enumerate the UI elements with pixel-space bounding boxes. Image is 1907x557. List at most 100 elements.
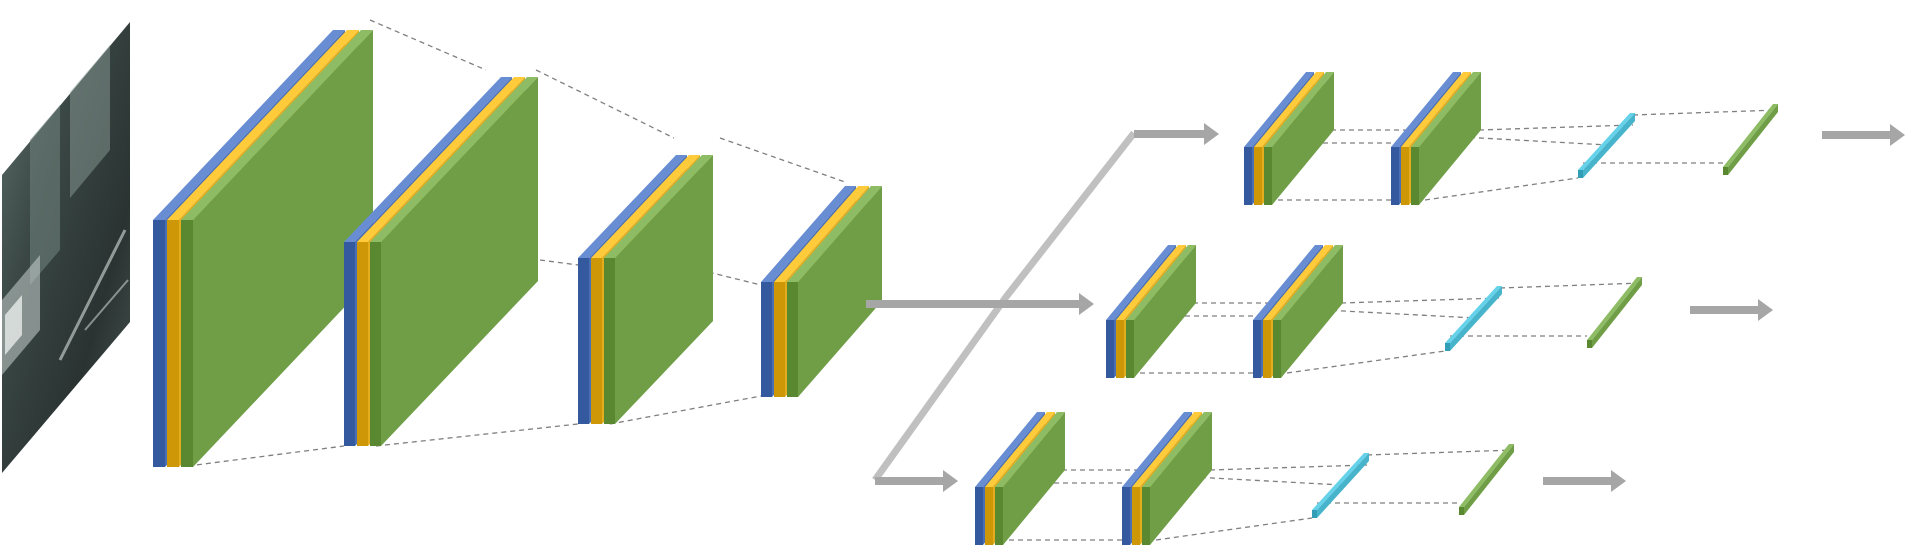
branch-3-input-arrow-head — [943, 470, 958, 492]
connector-line — [187, 445, 345, 467]
branch-2-block-2-slab-1-top — [1253, 245, 1323, 320]
encoder-block-3-slab-3-front — [604, 258, 615, 424]
branch-2-bottleneck-slab-front — [1445, 343, 1450, 351]
connector-line — [375, 423, 579, 447]
branch-3-block-2-slab-3-face — [1150, 412, 1212, 545]
branch-2-output-slab-top — [1587, 277, 1642, 340]
encoder-block-2-slab-2-top — [357, 77, 525, 242]
branch-2-block-2-slab-3-front — [1273, 320, 1281, 378]
branch-3-output-slab-face — [1464, 444, 1514, 515]
branch-3-block-1-slab-3-face — [1003, 412, 1065, 545]
encoder-block-4-slab-3-face — [798, 186, 882, 397]
branch-2-bottleneck-slab-face — [1450, 286, 1502, 351]
branch-1-output-arrow-head — [1890, 124, 1905, 146]
branch-3-block-2-slab-3 — [1142, 412, 1212, 545]
encoder-block-1-slab-1-front — [153, 220, 165, 467]
encoder-block-4-slab-1-front — [761, 282, 772, 397]
branch-1-block-2-slab-2-top — [1401, 72, 1471, 147]
encoder-block-1-slab-3 — [181, 30, 373, 467]
branch-2-block-2-slab-1-front — [1253, 320, 1261, 378]
branch-2-block-1-slab-3 — [1126, 245, 1196, 378]
branch-2-block-1-slab-2-front — [1116, 320, 1124, 378]
branch-2-block-1-slab-2-top — [1116, 245, 1186, 320]
branch-3-block-2-slab-1-front — [1122, 487, 1130, 545]
branch-1-block-2-slab-3-face — [1419, 72, 1481, 205]
branch-3-output-arrow-shaft — [1543, 477, 1612, 485]
connector-line — [719, 137, 846, 183]
branch-3-bottleneck-slab — [1312, 453, 1369, 518]
encoder-block-3-slab-2-top — [591, 155, 700, 258]
branch-3-block-2-slab-2-top — [1132, 412, 1202, 487]
branch-splitter — [872, 130, 1137, 483]
trunk-to-branch-2-arrow-shaft — [866, 300, 1080, 308]
branch-3-input-arrow — [875, 470, 958, 492]
branch-2-bottleneck-slab — [1445, 286, 1502, 351]
encoder-block-4-slab-3 — [787, 186, 882, 397]
encoder-block-3-slab-3-face — [615, 155, 713, 424]
branch-1-block-1-slab-2-front — [1254, 147, 1262, 205]
encoder-block-1-slab-3-front — [181, 220, 193, 467]
encoder-block-4-slab-1-top — [761, 186, 856, 282]
encoder-block-3-slab-3-top — [604, 155, 713, 258]
branch-3-output-arrow — [1543, 470, 1626, 492]
connector-line — [1424, 177, 1579, 201]
encoder-block-3-slab-3 — [604, 155, 713, 424]
connector-line — [1155, 517, 1313, 541]
connector-line — [1632, 109, 1779, 116]
encoder-block-2-slab-3-top — [370, 77, 538, 242]
branch-1-output-arrow — [1822, 124, 1905, 146]
layer-blocks — [153, 30, 1778, 545]
branch-1-block-1-slab-1-top — [1244, 72, 1314, 147]
branch-3-bottleneck-slab-front — [1312, 510, 1317, 518]
branch-2-output-slab — [1587, 277, 1642, 348]
branch-1-output-slab-face — [1728, 104, 1778, 175]
branch-3-output-slab-top — [1459, 444, 1514, 507]
branch-1-block-2-slab-3-top — [1411, 72, 1481, 147]
branch-1-input-arrow-head — [1204, 123, 1219, 145]
encoder-block-2-slab-3 — [370, 77, 538, 446]
branch-3-block-1-slab-1-top — [975, 412, 1045, 487]
encoder-block-1-slab-2-top — [167, 30, 359, 220]
branch-2-output-arrow — [1690, 299, 1773, 321]
branch-2-block-2-slab-3 — [1273, 245, 1343, 378]
branch-1-block-1-slab-3 — [1264, 72, 1334, 205]
branch-2-block-1-slab-3-front — [1126, 320, 1134, 378]
branch-1-block-1-slab-3-face — [1272, 72, 1334, 205]
branch-3-output-arrow-head — [1611, 470, 1626, 492]
branch-3-block-2-slab-3-front — [1142, 487, 1150, 545]
branch-1-block-1-slab-1-front — [1244, 147, 1252, 205]
branch-3-input-arrow-shaft — [875, 477, 944, 485]
encoder-block-4-slab-3-front — [787, 282, 798, 397]
encoder-block-2-slab-1-top — [344, 77, 512, 242]
connector-line — [1478, 124, 1634, 131]
connector-line — [1209, 464, 1368, 471]
input-image — [2, 22, 130, 473]
branch-1-input-arrow — [1134, 123, 1219, 145]
encoder-block-2-slab-3-front — [370, 242, 381, 446]
branch-3-block-2-slab-1-top — [1122, 412, 1192, 487]
branch-3-block-2-slab-3-top — [1142, 412, 1212, 487]
branch-1-block-2-slab-2-front — [1401, 147, 1409, 205]
branch-2-block-1-slab-1-front — [1106, 320, 1114, 378]
encoder-block-4-slab-2-front — [774, 282, 785, 397]
encoder-block-1-slab-3-top — [181, 30, 373, 220]
connector-line — [535, 69, 675, 139]
branch-1-block-2-slab-1-front — [1391, 147, 1399, 205]
branch-1-bottleneck-slab-face — [1583, 113, 1635, 178]
branch-3-block-1-slab-2-top — [985, 412, 1055, 487]
branch-1-block-2-slab-1-top — [1391, 72, 1461, 147]
connector-line — [1286, 350, 1446, 374]
encoder-block-1-slab-1-top — [153, 30, 345, 220]
branch-1-bottleneck-slab-top — [1578, 113, 1635, 170]
connector-line — [1499, 282, 1643, 289]
trunk-to-branch-2-arrow — [866, 293, 1094, 315]
encoder-block-3-slab-2-front — [591, 258, 602, 424]
branch-1-block-1-slab-3-top — [1264, 72, 1334, 147]
branch-3-block-1-slab-1-front — [975, 487, 983, 545]
encoder-block-2-slab-3-face — [381, 77, 538, 446]
branch-2-block-2-slab-3-face — [1281, 245, 1343, 378]
branch-2-bottleneck-slab-top — [1445, 286, 1502, 343]
branch-3-bottleneck-slab-top — [1312, 453, 1369, 510]
branch-3-output-slab — [1459, 444, 1514, 515]
branch-2-block-2-slab-2-front — [1263, 320, 1271, 378]
